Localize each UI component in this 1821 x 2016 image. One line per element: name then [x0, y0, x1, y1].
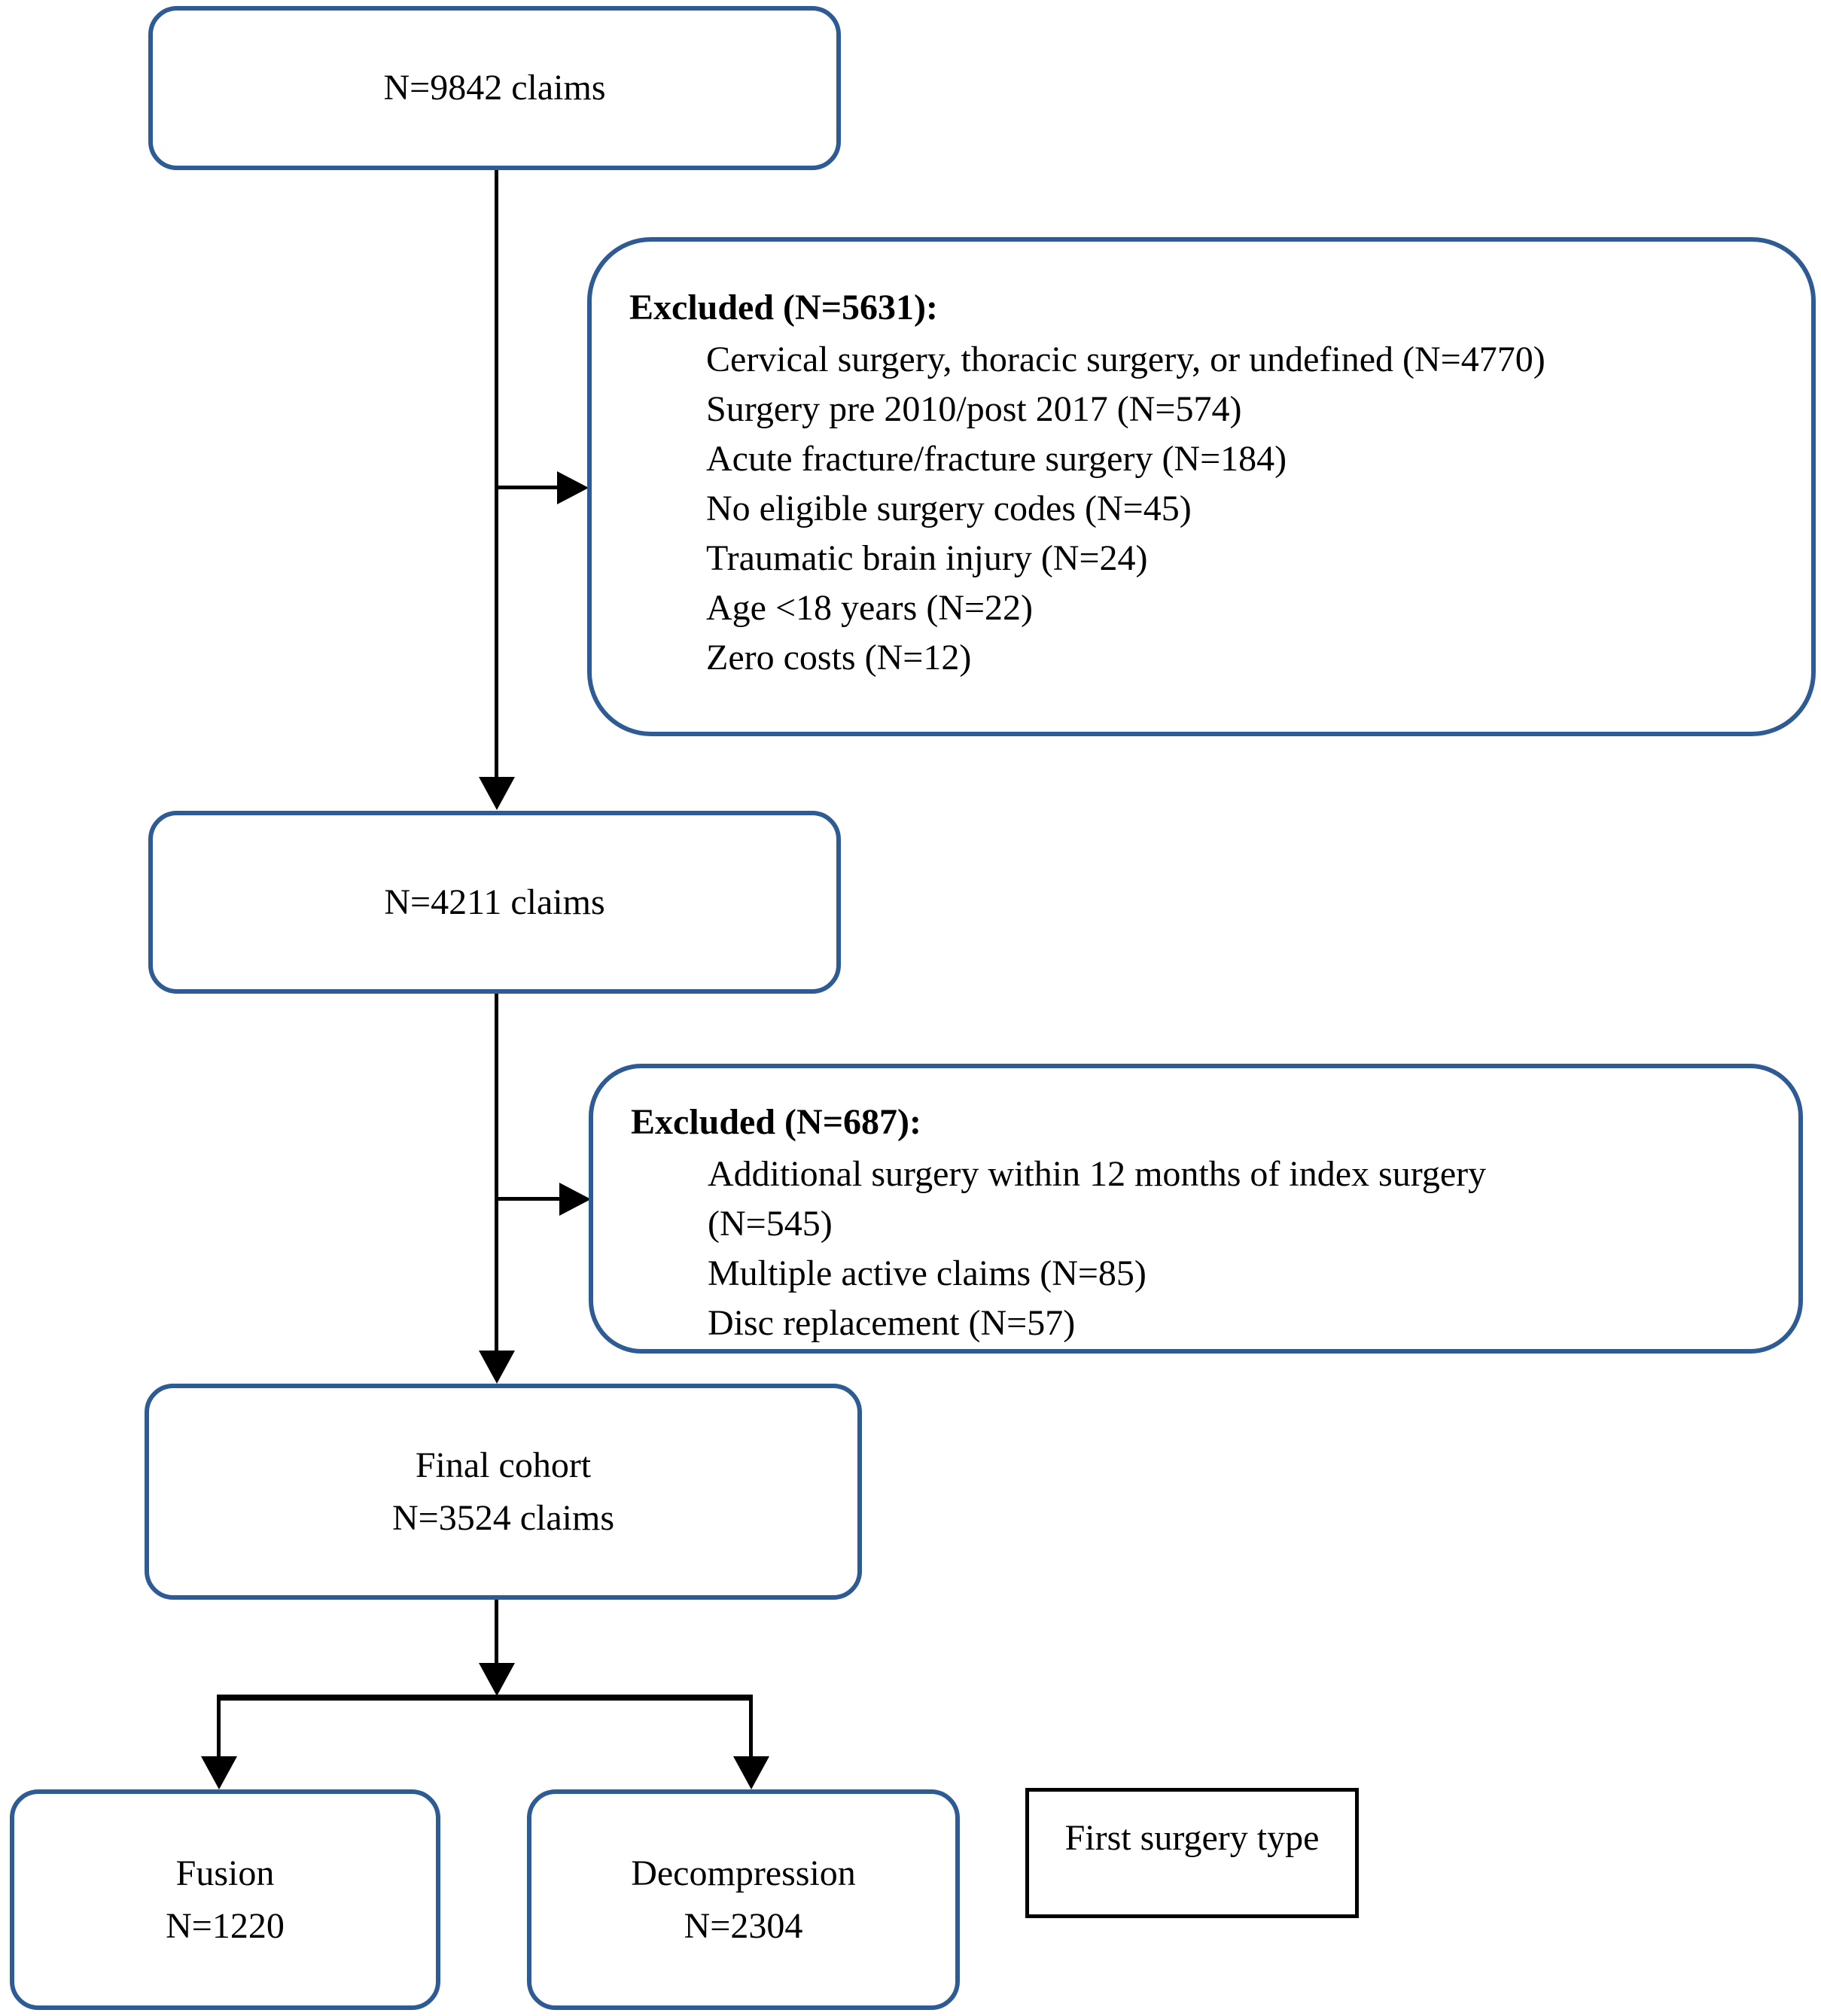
flow-box-decompression: Decompression N=2304 — [527, 1789, 960, 2010]
excluded-2-item: Additional surgery within 12 months of i… — [708, 1154, 1487, 1194]
excluded-1-item: No eligible surgery codes (N=45) — [706, 489, 1192, 528]
excluded-2-content: Excluded (N=687): Additional surgery wit… — [593, 1068, 1798, 1348]
connector-line-to-decompression — [749, 1701, 753, 1756]
connector-line-to-fusion — [217, 1701, 221, 1756]
arrowhead-down-into-second-box — [479, 777, 515, 810]
flow-box-excluded-2: Excluded (N=687): Additional surgery wit… — [589, 1064, 1803, 1354]
excluded-2-item: (N=545) — [708, 1204, 833, 1244]
branch-label-text: First surgery type — [1064, 1818, 1320, 1858]
final-cohort-line1: Final cohort — [415, 1445, 592, 1485]
after-first-exclusion-text: N=4211 claims — [384, 882, 605, 922]
excluded-1-item: Surgery pre 2010/post 2017 (N=574) — [706, 389, 1242, 429]
arrowhead-right-into-excluded-2 — [559, 1183, 591, 1216]
connector-line-second-to-final — [495, 994, 498, 1351]
decompression-line2: N=2304 — [684, 1905, 803, 1946]
excluded-2-item: Disc replacement (N=57) — [708, 1303, 1076, 1343]
fusion-line2: N=1220 — [166, 1905, 285, 1946]
fusion-line1: Fusion — [175, 1853, 275, 1893]
excluded-1-item: Acute fracture/fracture surgery (N=184) — [706, 439, 1287, 479]
branch-tee-line — [217, 1695, 753, 1701]
branch-label-box: First surgery type — [1025, 1788, 1359, 1918]
connector-line-top-to-second — [495, 170, 498, 777]
arrowhead-right-into-excluded-1 — [557, 471, 589, 504]
excluded-1-title: Excluded (N=5631): — [629, 288, 939, 327]
arrowhead-down-into-branch-tee — [479, 1663, 515, 1696]
excluded-1-item: Traumatic brain injury (N=24) — [706, 538, 1148, 578]
excluded-1-item: Age <18 years (N=22) — [706, 588, 1034, 628]
excluded-1-item: Cervical surgery, thoracic surgery, or u… — [706, 340, 1545, 379]
flow-box-excluded-1: Excluded (N=5631): Cervical surgery, tho… — [587, 237, 1816, 736]
excluded-1-content: Excluded (N=5631): Cervical surgery, tho… — [592, 242, 1811, 683]
connector-line-to-excluded-2 — [497, 1197, 561, 1201]
excluded-1-item: Zero costs (N=12) — [706, 638, 972, 678]
flow-box-total-claims: N=9842 claims — [148, 6, 841, 170]
decompression-line1: Decompression — [631, 1853, 856, 1893]
final-cohort-line2: N=3524 claims — [391, 1497, 615, 1538]
excluded-2-title: Excluded (N=687): — [631, 1102, 922, 1142]
flow-box-after-first-exclusion: N=4211 claims — [148, 811, 841, 994]
connector-line-to-excluded-1 — [497, 486, 559, 489]
flow-box-fusion: Fusion N=1220 — [10, 1789, 440, 2010]
arrowhead-down-into-final-box — [479, 1351, 515, 1384]
flow-box-final-cohort: Final cohort N=3524 claims — [145, 1384, 862, 1600]
arrowhead-down-into-fusion — [201, 1756, 237, 1789]
arrowhead-down-into-decompression — [733, 1756, 769, 1789]
total-claims-text: N=9842 claims — [383, 68, 606, 108]
connector-line-final-to-branch — [495, 1600, 498, 1663]
excluded-2-item: Multiple active claims (N=85) — [708, 1253, 1146, 1293]
